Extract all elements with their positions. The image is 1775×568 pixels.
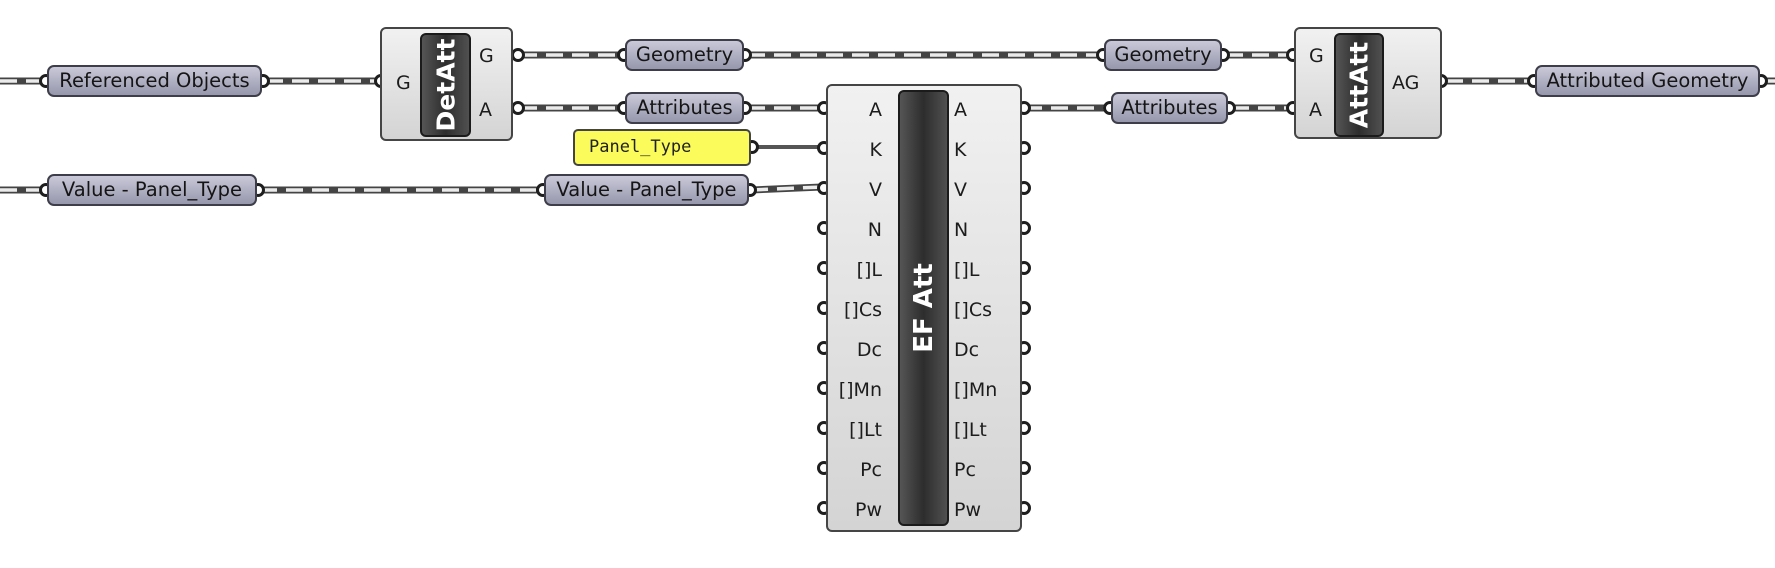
efatt-output-param: []Mn — [954, 379, 998, 401]
efatt-input-param: K — [869, 139, 882, 161]
efatt-input-param: V — [869, 179, 882, 201]
efatt-output-param: []Lt — [954, 419, 987, 441]
efatt-input-param: Pw — [855, 499, 882, 521]
efatt-input-param: []Mn — [838, 379, 882, 401]
efatt-name: EF Att — [908, 263, 939, 353]
efatt-name-bar: EF Att — [898, 90, 949, 526]
component-detatt[interactable]: G DetAtt G A — [380, 27, 513, 141]
relay-attributed-geometry[interactable]: Attributed Geometry — [1535, 65, 1760, 97]
component-attatt[interactable]: G A AttAtt AG — [1294, 27, 1442, 139]
efatt-input-param: []Lt — [849, 419, 882, 441]
detatt-output-g: G — [479, 45, 494, 67]
efatt-output-param: V — [954, 179, 967, 201]
efatt-input-param: []Cs — [844, 299, 882, 321]
relay-geometry-2[interactable]: Geometry — [1104, 39, 1222, 71]
efatt-output-param: K — [954, 139, 967, 161]
efatt-output-param: []L — [954, 259, 980, 281]
attatt-output-ag: AG — [1392, 72, 1420, 94]
relay-value-panel-type-right[interactable]: Value - Panel_Type — [544, 174, 749, 206]
detatt-name: DetAtt — [431, 38, 460, 132]
relay-geometry[interactable]: Geometry — [625, 39, 744, 71]
efatt-output-param: Dc — [954, 339, 980, 361]
efatt-input-param: []L — [856, 259, 882, 281]
relay-value-panel-type-left[interactable]: Value - Panel_Type — [47, 174, 257, 206]
efatt-input-param: A — [869, 99, 882, 121]
detatt-input-g: G — [396, 72, 411, 94]
attatt-input-a: A — [1309, 99, 1322, 121]
efatt-output-param: Pc — [954, 459, 976, 481]
efatt-output-param: A — [954, 99, 967, 121]
attatt-name-bar: AttAtt — [1334, 33, 1384, 137]
relay-attributes-2[interactable]: Attributes — [1111, 92, 1228, 124]
attatt-name: AttAtt — [1344, 41, 1374, 129]
detatt-name-bar: DetAtt — [420, 33, 471, 137]
efatt-output-param: N — [954, 219, 969, 241]
relay-referenced-objects[interactable]: Referenced Objects — [47, 65, 262, 97]
relay-attributes[interactable]: Attributes — [625, 92, 744, 124]
attatt-input-g: G — [1309, 45, 1324, 67]
efatt-input-param: N — [867, 219, 882, 241]
efatt-input-param: Dc — [856, 339, 882, 361]
efatt-output-param: []Cs — [954, 299, 992, 321]
panel-panel-type[interactable]: Panel_Type — [573, 129, 751, 166]
efatt-input-param: Pc — [860, 459, 882, 481]
detatt-output-a: A — [479, 99, 492, 121]
efatt-output-param: Pw — [954, 499, 981, 521]
